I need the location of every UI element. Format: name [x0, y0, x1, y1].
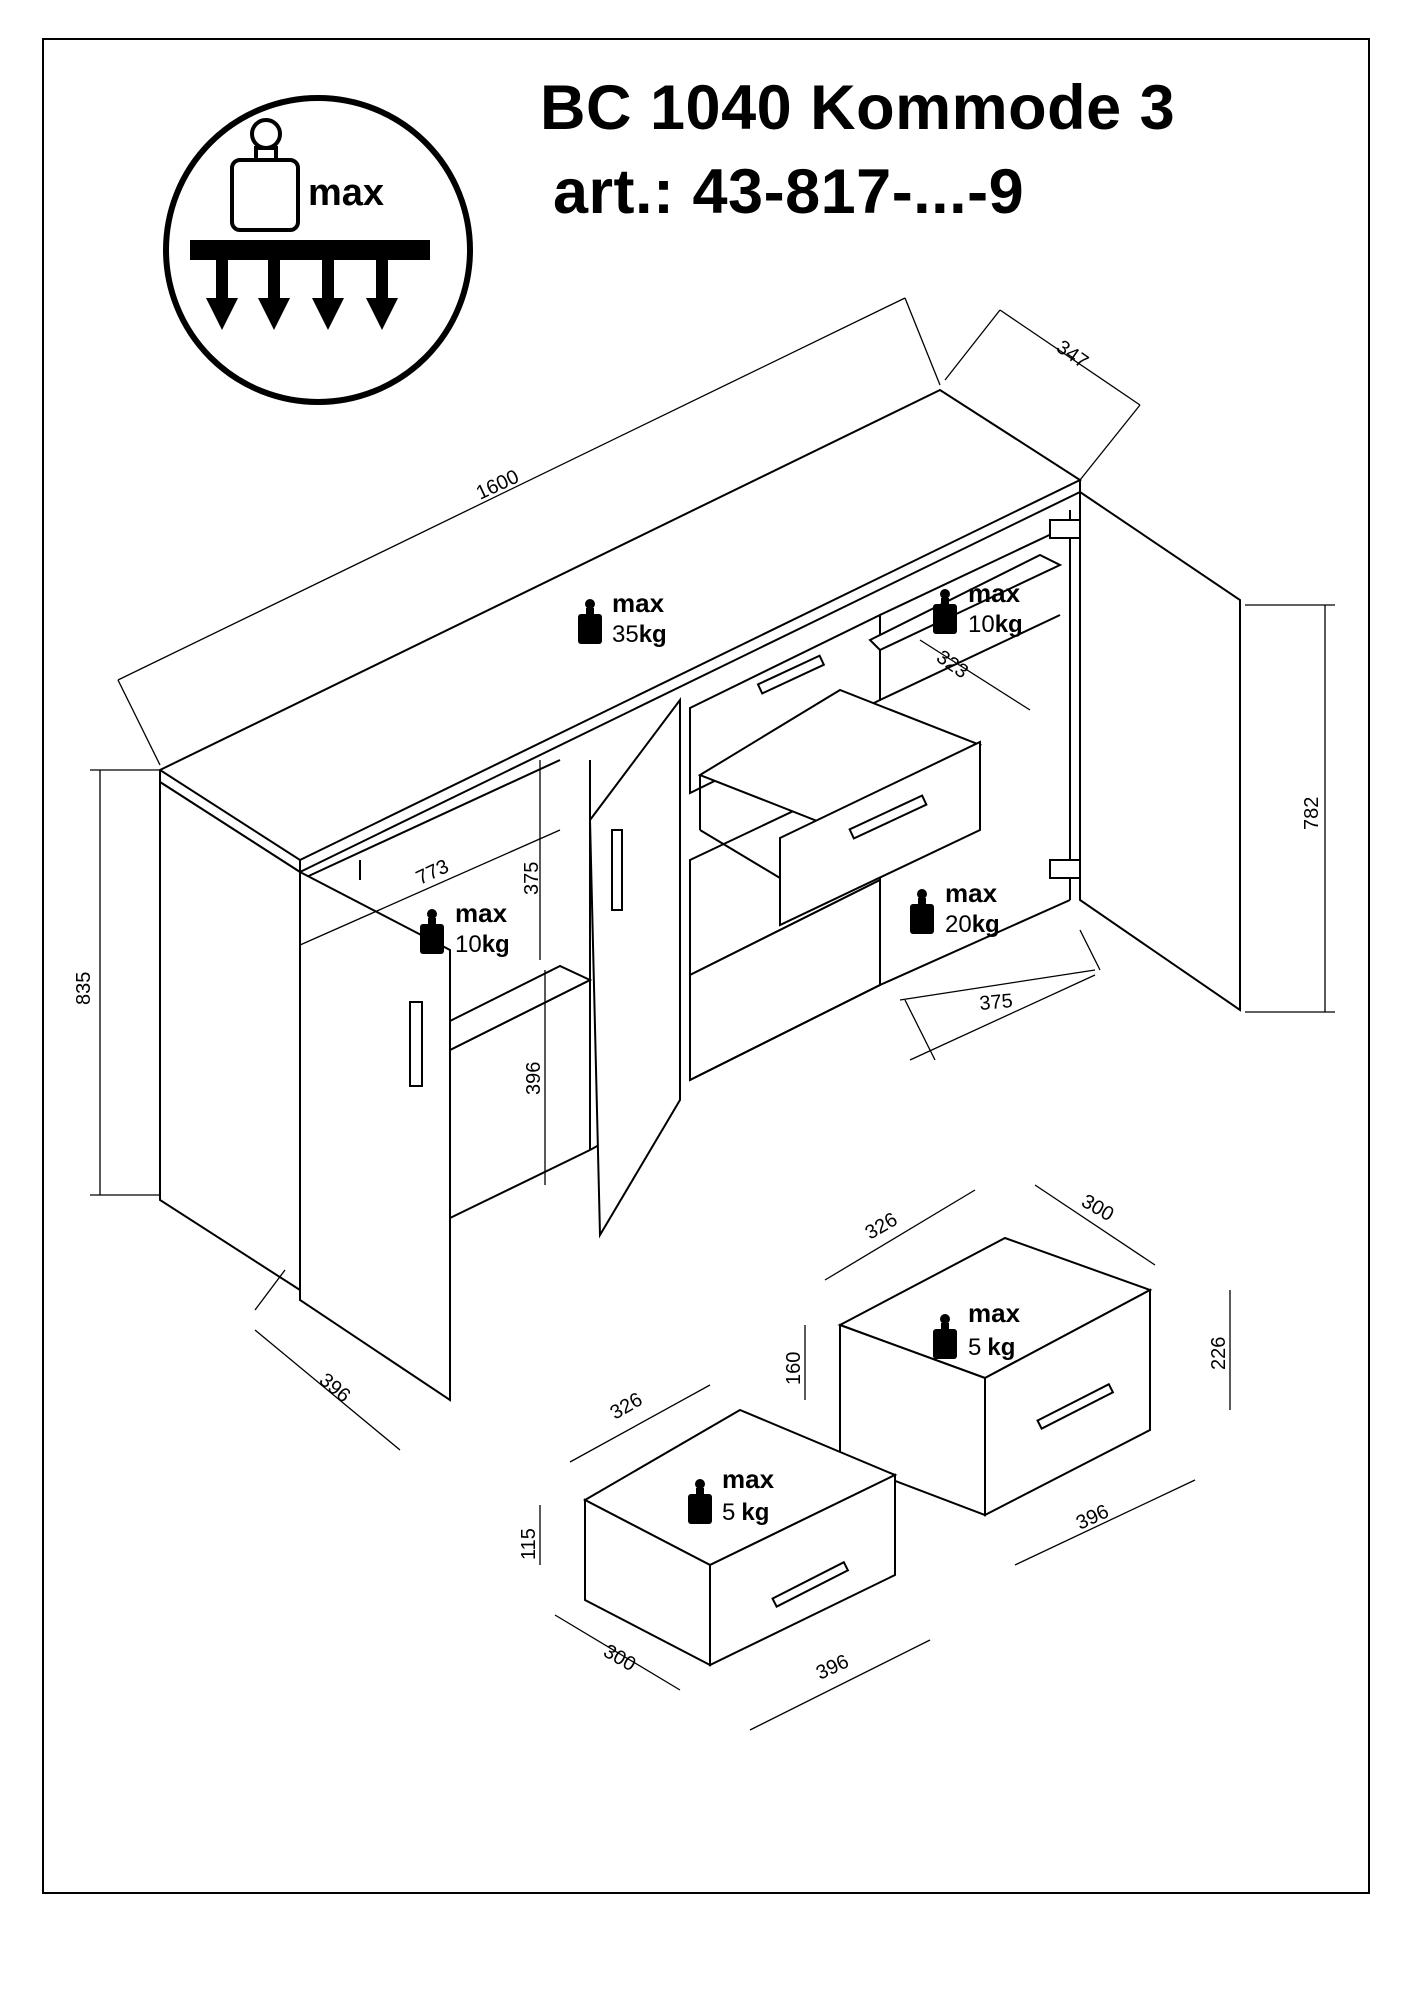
dim-door-height: 782: [1301, 797, 1323, 830]
sideboard-drawing: [157, 388, 1241, 1402]
svg-text:10kg: 10kg: [455, 931, 510, 958]
load-label-left-shelf: max 10kg: [420, 898, 510, 958]
dim-drawer-large-width: 326: [862, 1209, 902, 1245]
svg-text:5kg: 5kg: [722, 1499, 769, 1526]
dim-drawer-small-front-width: 396: [813, 1650, 853, 1684]
dim-right-compartment: 375: [979, 990, 1014, 1015]
svg-text:35kg: 35kg: [612, 621, 667, 648]
load-label-top: max 35kg: [578, 588, 667, 648]
dim-lower-shelf: 396: [523, 1062, 545, 1095]
dim-drawer-small-width: 326: [607, 1389, 647, 1425]
dim-height: 835: [73, 972, 95, 1005]
svg-text:max: max: [968, 1298, 1021, 1328]
svg-text:max: max: [968, 578, 1021, 608]
load-label-right-upper: max 10kg: [933, 578, 1023, 638]
dim-drawer-large-depth: 300: [1078, 1190, 1118, 1226]
article-number: art.: 43-817-...-9: [553, 157, 1025, 227]
svg-text:max: max: [612, 588, 665, 618]
dim-compartment-width: 773: [413, 855, 453, 889]
product-title: BC 1040 Kommode 3: [540, 73, 1176, 143]
load-label-right-lower: max 20kg: [910, 878, 1000, 938]
drawer-small-drawing: [582, 1408, 898, 1667]
svg-text:max: max: [455, 898, 508, 928]
drawer-small-dimensions: [539, 1384, 931, 1731]
dim-drawer-large-height: 160: [783, 1352, 805, 1385]
max-load-weight-icon: max: [163, 95, 473, 405]
dimension-lines: [90, 297, 1335, 1451]
svg-text:5kg: 5kg: [968, 1334, 1015, 1361]
dim-drawer-large-front-width: 396: [1073, 1500, 1113, 1534]
dim-width: 1600: [473, 466, 523, 505]
dim-door-width: 396: [315, 1369, 355, 1407]
svg-text:10kg: 10kg: [968, 611, 1023, 638]
dim-drawer-small-height: 115: [518, 1528, 540, 1560]
drawer-large-dimensions: [804, 1184, 1231, 1566]
page-frame: [42, 38, 1370, 1894]
max-load-label: max: [308, 172, 384, 214]
dim-drawer-large-front-height: 226: [1208, 1337, 1230, 1370]
svg-text:max: max: [945, 878, 998, 908]
dim-upper-shelf: 375: [521, 862, 543, 895]
svg-text:20kg: 20kg: [945, 911, 1000, 938]
svg-text:max: max: [722, 1464, 775, 1494]
drawer-large-drawing: [837, 1236, 1153, 1517]
